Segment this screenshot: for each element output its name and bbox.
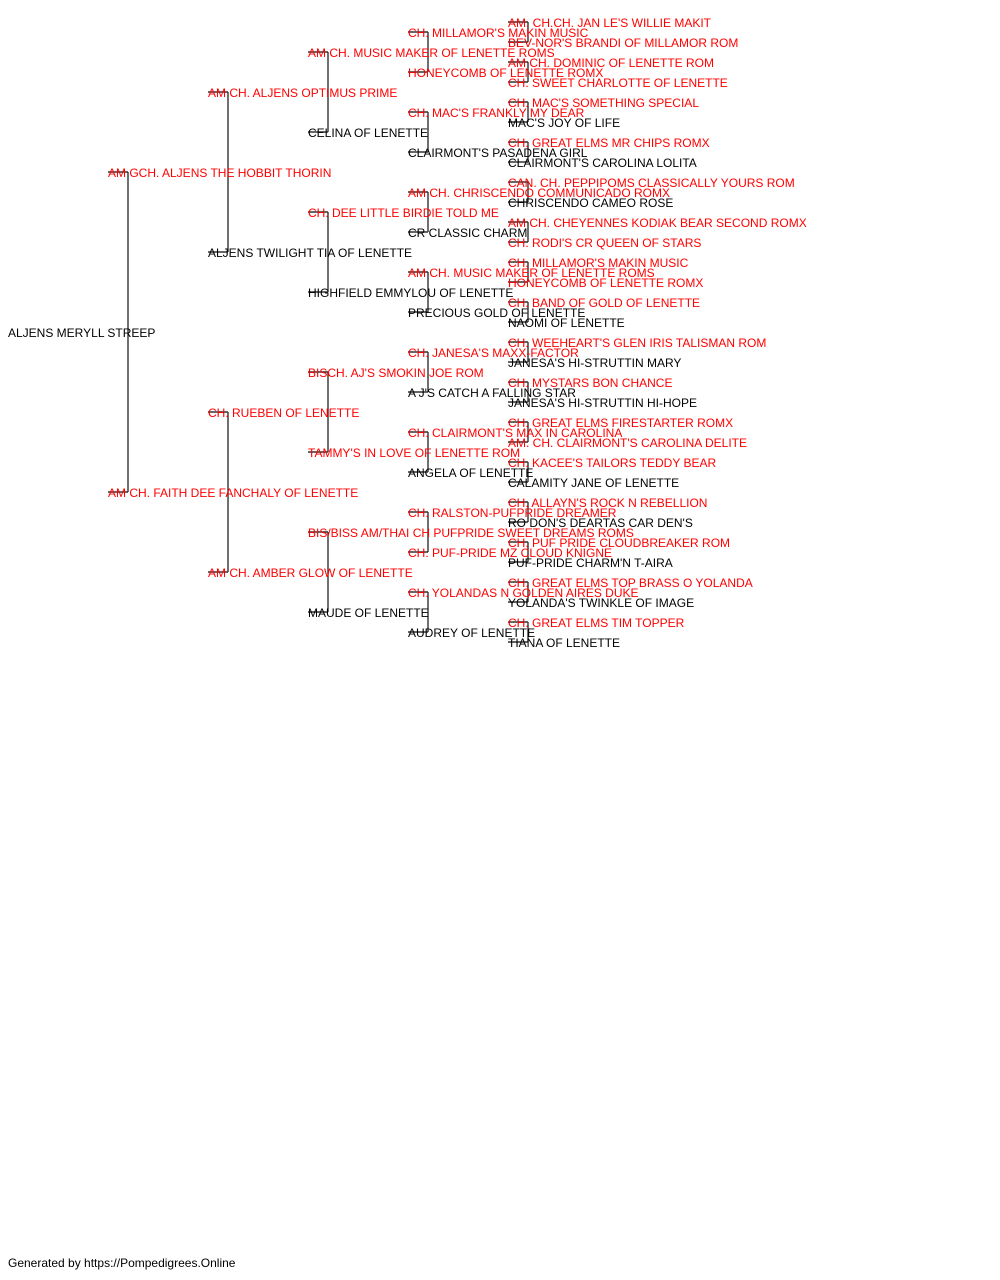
dam-great-grandparent-name: HIGHFIELD EMMYLOU OF LENETTE xyxy=(308,286,513,300)
sire-great-grandparent-name: AM CH. MUSIC MAKER OF LENETTE ROMS xyxy=(308,46,555,60)
dam-undefined-name: CALAMITY JANE OF LENETTE xyxy=(508,476,679,490)
sire-great-great-grandparent-name: CH. MAC'S FRANKLY MY DEAR xyxy=(408,106,585,120)
sire-undefined-name: AM CH. DOMINIC OF LENETTE ROM xyxy=(508,56,714,70)
sire-parent-name: AM GCH. ALJENS THE HOBBIT THORIN xyxy=(108,166,331,180)
dam-undefined-name: RO DON'S DEARTAS CAR DEN'S xyxy=(508,516,693,530)
dam-great-great-grandparent-name: HONEYCOMB OF LENETTE ROMX xyxy=(408,66,603,80)
sire-undefined-name: CH. KACEE'S TAILORS TEDDY BEAR xyxy=(508,456,716,470)
dam-undefined-name: AM. CH. CLAIRMONT'S CAROLINA DELITE xyxy=(508,436,747,450)
dam-undefined-name: JANESA'S HI-STRUTTIN HI-HOPE xyxy=(508,396,697,410)
subject-subject-name: ALJENS MERYLL STREEP xyxy=(8,326,155,340)
ancestor-labels: AM. CH.CH. JAN LE'S WILLIE MAKIT BEV-NOR'… xyxy=(8,16,807,650)
sire-undefined-name: AM CH. CHEYENNES KODIAK BEAR SECOND ROMX xyxy=(508,216,807,230)
sire-undefined-name: CH. GREAT ELMS FIRESTARTER ROMX xyxy=(508,416,733,430)
dam-undefined-name: NAOMI OF LENETTE xyxy=(508,316,625,330)
sire-great-grandparent-name: CH. DEE LITTLE BIRDIE TOLD ME xyxy=(308,206,499,220)
dam-great-grandparent-name: MAUDE OF LENETTE xyxy=(308,606,429,620)
sire-undefined-name: CH. GREAT ELMS TIM TOPPER xyxy=(508,616,685,630)
sire-undefined-name: CH. PUF PRIDE CLOUDBREAKER ROM xyxy=(508,536,730,550)
sire-undefined-name: CH. ALLAYN'S ROCK N REBELLION xyxy=(508,496,707,510)
sire-great-grandparent-name: BIS/BISS AM/THAI CH PUFPRIDE SWEET DREAM… xyxy=(308,526,634,540)
dam-undefined-name: PUF-PRIDE CHARM'N T-AIRA xyxy=(508,556,673,570)
dam-undefined-name: HONEYCOMB OF LENETTE ROMX xyxy=(508,276,703,290)
dam-undefined-name: CHRISCENDO CAMEO ROSE xyxy=(508,196,673,210)
sire-undefined-name: CH. BAND OF GOLD OF LENETTE xyxy=(508,296,700,310)
sire-undefined-name: CH. MILLAMOR'S MAKIN MUSIC xyxy=(508,256,689,270)
dam-undefined-name: TIANA OF LENETTE xyxy=(508,636,620,650)
sire-undefined-name: CAN. CH. PEPPIPOMS CLASSICALLY YOURS ROM xyxy=(508,176,795,190)
dam-parent-name: AM CH. FAITH DEE FANCHALY OF LENETTE xyxy=(108,486,358,500)
dam-great-great-grandparent-name: CLAIRMONT'S PASADENA GIRL xyxy=(408,146,588,160)
sire-grandparent-name: CH. RUEBEN OF LENETTE xyxy=(208,406,359,420)
sire-undefined-name: AM. CH.CH. JAN LE'S WILLIE MAKIT xyxy=(508,16,712,30)
dam-great-great-grandparent-name: CR CLASSIC CHARM xyxy=(408,226,527,240)
dam-grandparent-name: ALJENS TWILIGHT TIA OF LENETTE xyxy=(208,246,412,260)
sire-great-great-grandparent-name: AM CH. MUSIC MAKER OF LENETTE ROMS xyxy=(408,266,655,280)
dam-great-grandparent-name: TAMMY'S IN LOVE OF LENETTE ROM xyxy=(308,446,520,460)
connector-lines xyxy=(108,21,529,643)
sire-undefined-name: CH. WEEHEART'S GLEN IRIS TALISMAN ROM xyxy=(508,336,766,350)
sire-great-great-grandparent-name: CH. CLAIRMONT'S MAX IN CAROLINA xyxy=(408,426,622,440)
dam-great-great-grandparent-name: CH. PUF-PRIDE MZ CLOUD KNIGNE xyxy=(408,546,612,560)
sire-great-great-grandparent-name: CH. JANESA'S MAXX-FACTOR xyxy=(408,346,579,360)
dam-grandparent-name: AM CH. AMBER GLOW OF LENETTE xyxy=(208,566,413,580)
dam-great-grandparent-name: CELINA OF LENETTE xyxy=(308,126,428,140)
generated-by-footer: Generated by https://Pompedigrees.Online xyxy=(8,1256,236,1270)
dam-undefined-name: CH. RODI'S CR QUEEN OF STARS xyxy=(508,236,701,250)
sire-great-great-grandparent-name: CH. MILLAMOR'S MAKIN MUSIC xyxy=(408,26,589,40)
dam-undefined-name: BEV-NOR'S BRANDI OF MILLAMOR ROM xyxy=(508,36,738,50)
dam-undefined-name: CLAIRMONT'S CAROLINA LOLITA xyxy=(508,156,697,170)
dam-undefined-name: YOLANDA'S TWINKLE OF IMAGE xyxy=(508,596,694,610)
sire-great-great-grandparent-name: AM CH. CHRISCENDO COMMUNICADO ROMX xyxy=(408,186,670,200)
dam-great-great-grandparent-name: ANGELA OF LENETTE xyxy=(408,466,533,480)
sire-undefined-name: CH. GREAT ELMS MR CHIPS ROMX xyxy=(508,136,710,150)
dam-great-great-grandparent-name: AUDREY OF LENETTE xyxy=(408,626,535,640)
dam-undefined-name: JANESA'S HI-STRUTTIN MARY xyxy=(508,356,681,370)
dam-undefined-name: MAC'S JOY OF LIFE xyxy=(508,116,620,130)
sire-great-great-grandparent-name: CH. YOLANDAS N GOLDEN AIRES DUKE xyxy=(408,586,639,600)
sire-undefined-name: CH. GREAT ELMS TOP BRASS O YOLANDA xyxy=(508,576,753,590)
sire-great-grandparent-name: BISCH. AJ'S SMOKIN JOE ROM xyxy=(308,366,484,380)
sire-grandparent-name: AM CH. ALJENS OPTIMUS PRIME xyxy=(208,86,397,100)
pedigree-tree: AM. CH.CH. JAN LE'S WILLIE MAKIT BEV-NOR'… xyxy=(8,16,807,650)
sire-great-great-grandparent-name: CH. RALSTON-PUFPRIDE DREAMER xyxy=(408,506,617,520)
sire-undefined-name: CH. MAC'S SOMETHING SPECIAL xyxy=(508,96,699,110)
sire-undefined-name: CH. MYSTARS BON CHANCE xyxy=(508,376,672,390)
dam-great-great-grandparent-name: PRECIOUS GOLD OF LENETTE xyxy=(408,306,585,320)
dam-undefined-name: CH. SWEET CHARLOTTE OF LENETTE xyxy=(508,76,728,90)
dam-great-great-grandparent-name: A J'S CATCH A FALLING STAR xyxy=(408,386,576,400)
